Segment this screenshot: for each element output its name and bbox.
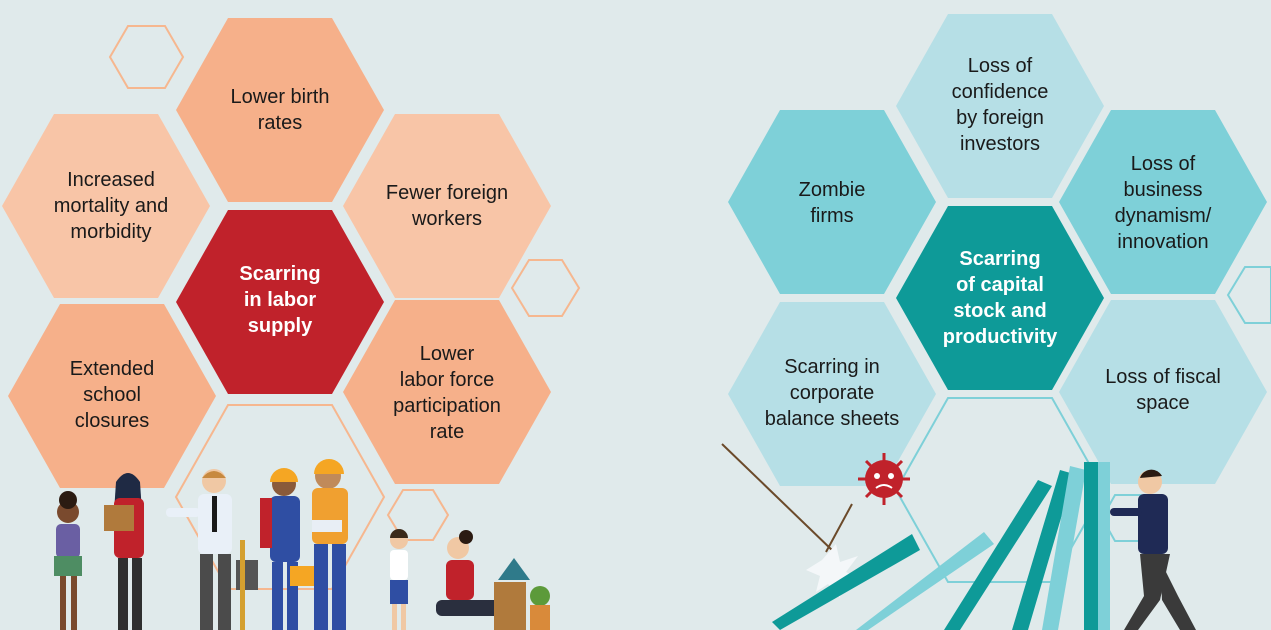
label-lower-labor-force: Lower labor force participation rate	[393, 342, 501, 443]
hex-decor-outline	[1226, 266, 1271, 324]
workers-illustration	[54, 459, 550, 630]
label-extended-school-closures: Extended school closures	[69, 358, 155, 432]
hex-capital-lower-right	[1059, 300, 1267, 484]
hex-capital-upper-right	[1059, 110, 1267, 294]
hex-labor-lower-left	[8, 304, 216, 488]
hex-decor-outline	[108, 25, 185, 89]
hex-labor-center	[176, 210, 384, 394]
label-lower-birth-rates: Lower birth rates	[230, 86, 330, 134]
hex-labor-upper-left	[2, 114, 210, 298]
hex-capital-center	[896, 206, 1104, 390]
impact-burst	[806, 544, 862, 598]
label-loss-of-confidence: Loss of confidence by foreign investors	[951, 55, 1049, 155]
virus-icon	[858, 453, 910, 505]
hex-labor-top	[176, 18, 384, 202]
label-fewer-foreign-workers: Fewer foreign workers	[385, 182, 509, 230]
dominoes-illustration	[721, 443, 1196, 630]
hex-decor-outline	[510, 259, 581, 317]
label-increased-mortality: Increased mortality and morbidity	[53, 169, 169, 243]
hex-labor-upper-right	[343, 114, 551, 298]
label-loss-of-business-dynamism: Loss of business dynamism/ innovation	[1114, 152, 1212, 253]
label-loss-of-fiscal-space: Loss of fiscal space	[1105, 366, 1221, 414]
hex-capital-upper-left	[728, 110, 936, 294]
label-scarring-capital-stock: Scarring of capital stock and productivi…	[942, 248, 1058, 348]
label-scarring-labor-supply: Scarring in labor supply	[239, 263, 321, 337]
hex-capital-top	[896, 14, 1104, 198]
hex-capital-lower-left	[728, 302, 936, 486]
hex-labor-lower-right	[343, 300, 551, 484]
label-scarring-corporate-balance: Scarring in corporate balance sheets	[764, 356, 900, 430]
label-zombie-firms: Zombie firms	[798, 178, 866, 227]
